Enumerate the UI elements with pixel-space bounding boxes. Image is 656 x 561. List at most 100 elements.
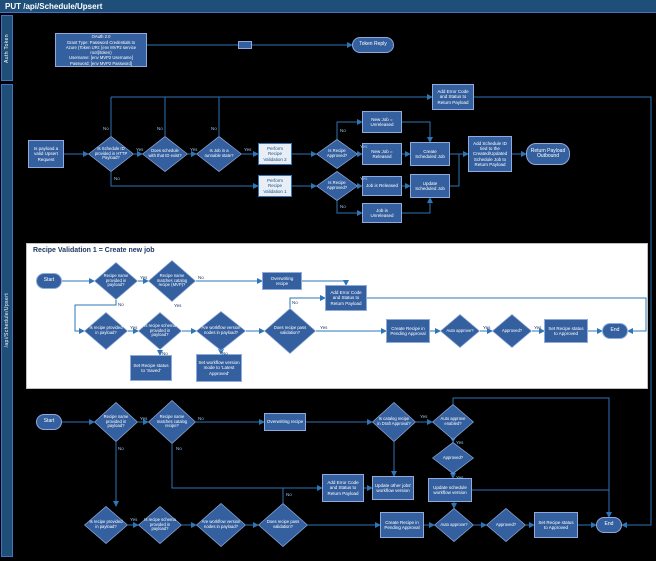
connector-edge	[402, 197, 433, 214]
rv2-update-other: Update other jobs' workflow version	[372, 476, 414, 500]
recipe-validation-1-label: Perform Recipe Validation 1	[263, 178, 287, 194]
edge-label: Yes	[140, 275, 148, 280]
rv2-recipe-provided: Is recipe provided in payload?	[84, 506, 128, 544]
rv1-add-error: Add Error Code and Status to Return Payl…	[325, 285, 367, 311]
rv1-overwriting-label: Overwriting recipe	[270, 275, 294, 286]
new-job-unreleased: New Job = Unreleased	[362, 111, 402, 133]
rv2-auto-approve-1: Auto approve enabled?	[432, 404, 474, 440]
add-error-top-label: Add Error Code and Status to Return Payl…	[437, 89, 469, 105]
rv1-set-wf-version-label: Set workflow version mode to 'Latest App…	[198, 360, 240, 376]
rv2-schema-provided: Is recipe schema provided in payload?	[138, 506, 182, 544]
rv2-auto-approve-2: Auto approve?	[434, 508, 474, 542]
edge-label: Yes	[130, 325, 138, 330]
rv2-update-schedule: Update schedule workflow version	[428, 478, 472, 502]
edge-label: No	[162, 351, 168, 356]
rv1-set-saved-label: Set Recipe status to 'Saved'	[133, 362, 169, 373]
edge-label: Yes	[320, 325, 328, 330]
rv1-name-matches: Recipe name matches catalog recipe (MVP)…	[148, 260, 196, 302]
rv1-recipe-valid: Does recipe pass validation?	[264, 308, 316, 354]
edge-label: Yes	[456, 440, 464, 445]
edge-label: No	[340, 128, 346, 133]
rv1-approved-label: Approved?	[501, 327, 523, 333]
recipe-approved-1: Is Recipe Approved?	[316, 139, 358, 169]
rv1-schema-provided-label: Is recipe schema provided in payload?	[144, 323, 176, 338]
rv1-approved: Approved?	[492, 314, 532, 348]
rv2-approved-1-label: Approved?	[442, 454, 464, 460]
rv2-recipe-provided-label: Is recipe provided in payload?	[89, 519, 123, 529]
rv1-recipe-valid-label: Does recipe pass validation?	[273, 325, 307, 335]
rv1-auto-approve: Auto approve?	[440, 314, 480, 348]
rv1-recipe-provided: Is recipe provided in payload?	[84, 312, 128, 350]
edge-label: No	[176, 446, 182, 451]
new-job-unreleased-label: New Job = Unreleased	[370, 116, 394, 127]
add-error-top: Add Error Code and Status to Return Payl…	[432, 84, 474, 110]
recipe-validation-1: Perform Recipe Validation 1	[258, 175, 292, 197]
rv2-add-error-label: Add Error Code and Status to Return Payl…	[327, 480, 359, 496]
rv2-version-nodes: Are workflow version nodes in payload?	[196, 503, 246, 547]
add-schedule-id: Add Schedule ID tied to the Created/Upda…	[468, 136, 512, 172]
rv1-name-provided: Recipe name provided in payload?	[94, 262, 138, 300]
edge-label: No	[114, 176, 120, 181]
rv1-set-approved-label: Set Recipe status to Approved	[548, 325, 584, 336]
job-is-released: Job is Released	[362, 176, 402, 196]
recipe-approved-2-label: Is Recipe Approved?	[326, 180, 348, 190]
rv2-recipe-valid-label: Does recipe pass validation?	[266, 519, 300, 529]
rv1-recipe-provided-label: Is recipe provided in payload?	[89, 325, 123, 335]
rv1-set-saved: Set Recipe status to 'Saved'	[130, 355, 172, 381]
connector-edge	[110, 172, 259, 189]
lane-api-schedule-upsert: /api/Schedule/Upsert	[1, 84, 13, 557]
auth-connector-box	[238, 41, 252, 49]
connector-edge	[402, 121, 433, 143]
rv1-schema-provided: Is recipe schema provided in payload?	[138, 312, 182, 350]
connector-edge	[474, 96, 652, 528]
edge-label: Yes	[534, 325, 542, 330]
payload-valid-check: Is payload a valid Upsert Request	[28, 140, 64, 168]
rv2-end: End	[596, 517, 622, 533]
connector-edge	[289, 295, 326, 308]
schedule-id-provided: Is Schedule ID provided in HTTP Payload?	[88, 136, 134, 172]
rv2-name-provided-label: Recipe name provided in payload?	[103, 414, 129, 429]
rv1-start: Start	[36, 273, 62, 289]
rv2-create-recipe: Create Recipe in Pending Approval	[380, 512, 424, 538]
rv2-auto-approve-2-label: Auto approve?	[440, 521, 468, 527]
edge-label: Yes	[456, 475, 464, 480]
edge-label: Yes	[483, 325, 491, 330]
connector-edge	[336, 201, 363, 216]
edge-label: Yes	[136, 147, 144, 152]
edge-label: No	[286, 492, 292, 497]
edge-label: Yes	[360, 176, 368, 181]
edge-label: Yes	[420, 414, 428, 419]
rv1-add-error-label: Add Error Code and Status to Return Payl…	[330, 290, 362, 306]
edge-label: No	[211, 126, 217, 131]
recipe-validation-2: Perform Recipe Validation 2	[258, 143, 292, 165]
connector-edge	[450, 154, 460, 187]
auth-note-label: OAuth 2.0 Grant Type: Password Credentia…	[65, 34, 137, 66]
token-reply-label: Token Reply	[359, 41, 387, 48]
add-schedule-id-label: Add Schedule ID tied to the Created/Upda…	[472, 141, 508, 167]
edge-label: Yes	[190, 147, 198, 152]
edge-label: Yes	[174, 303, 182, 308]
rv2-name-matches-label: Recipe name matches catalog recipe?	[156, 414, 188, 429]
edge-label: No	[222, 351, 228, 356]
edge-label: Yes	[130, 517, 138, 522]
edge-label: No	[292, 300, 298, 305]
rv2-version-nodes-label: Are workflow version nodes in payload?	[201, 519, 241, 529]
edge-label: No	[157, 126, 163, 131]
return-payload: Return Payload Outbound	[526, 143, 570, 165]
rv1-name-provided-label: Recipe name provided in payload?	[103, 273, 129, 288]
rv1-version-nodes: Are workflow version nodes in payload?	[196, 311, 246, 351]
recipe-approved-1-label: Is Recipe Approved?	[326, 148, 348, 158]
rv1-name-matches-label: Recipe name matches catalog recipe (MVP)…	[156, 273, 188, 288]
rv2-auto-approve-1-label: Auto approve enabled?	[440, 416, 466, 426]
rv2-name-provided: Recipe name provided in payload?	[94, 402, 138, 442]
rv2-recipe-valid: Does recipe pass validation?	[258, 503, 308, 547]
edge-label: Yes	[360, 144, 368, 149]
rv2-update-other-label: Update other jobs' workflow version	[374, 482, 412, 493]
schedule-exists-label: Does schedule with that ID exist?	[148, 148, 182, 158]
rv2-update-schedule-label: Update schedule workflow version	[433, 484, 467, 495]
update-scheduled-job: Update Scheduled Job	[410, 174, 450, 198]
rv1-set-wf-version: Set workflow version mode to 'Latest App…	[196, 354, 242, 382]
rv2-set-approved: Set Recipe status to Approved	[534, 512, 578, 538]
rv2-create-recipe-label: Create Recipe in Pending Approval	[384, 519, 420, 530]
